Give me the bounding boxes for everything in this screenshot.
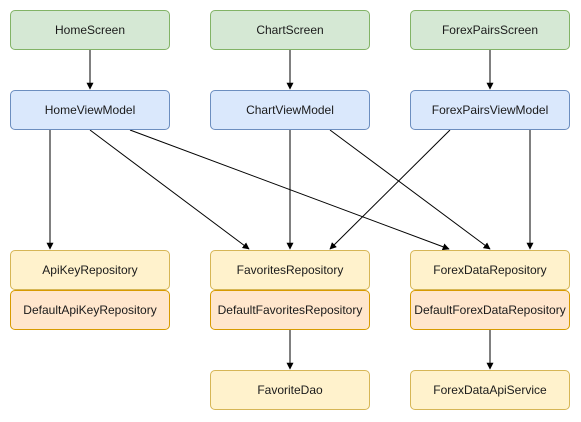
node-forex-pairs-screen: ForexPairsScreen <box>410 10 570 50</box>
node-label: ApiKeyRepository <box>42 263 138 277</box>
node-favorite-dao: FavoriteDao <box>210 370 370 410</box>
node-label: HomeScreen <box>54 23 126 37</box>
node-label: DefaultFavoritesRepository <box>217 303 363 317</box>
node-home-screen: HomeScreen <box>10 10 170 50</box>
arrow-home-view-model-to-favorites-repository <box>89 129 250 250</box>
node-api-key-repository: ApiKeyRepository <box>10 250 170 290</box>
node-label: DefaultForexDataRepository <box>414 303 566 317</box>
arrow-forex-pairs-view-model-to-favorites-repository <box>329 129 451 250</box>
node-default-favorites-repository: DefaultFavoritesRepository <box>210 290 370 330</box>
node-label: ForexPairsScreen <box>441 23 539 37</box>
node-label: DefaultApiKeyRepository <box>23 303 157 317</box>
node-label: ChartScreen <box>256 23 324 37</box>
node-label: FavoritesRepository <box>236 263 344 277</box>
node-label: ForexPairsViewModel <box>431 103 549 117</box>
node-forex-data-repository: ForexDataRepository <box>410 250 570 290</box>
node-chart-view-model: ChartViewModel <box>210 90 370 130</box>
node-label: FavoriteDao <box>257 383 323 397</box>
node-home-view-model: HomeViewModel <box>10 90 170 130</box>
node-default-api-key-repository: DefaultApiKeyRepository <box>10 290 170 330</box>
node-label: HomeViewModel <box>44 103 136 117</box>
node-label: ForexDataApiService <box>433 383 547 397</box>
node-forex-pairs-view-model: ForexPairsViewModel <box>410 90 570 130</box>
node-label: ForexDataRepository <box>433 263 547 277</box>
node-label: ChartViewModel <box>246 103 334 117</box>
node-forex-data-api-service: ForexDataApiService <box>410 370 570 410</box>
node-default-forex-data-repository: DefaultForexDataRepository <box>410 290 570 330</box>
node-chart-screen: ChartScreen <box>210 10 370 50</box>
arrow-chart-view-model-to-forex-data-repository <box>329 129 491 250</box>
node-favorites-repository: FavoritesRepository <box>210 250 370 290</box>
